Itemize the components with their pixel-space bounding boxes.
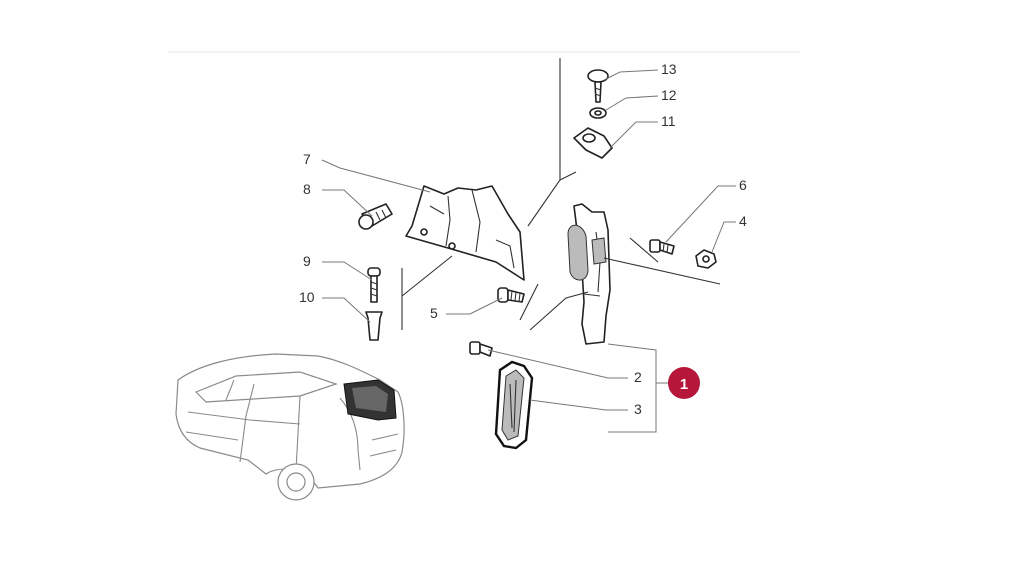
label-10: 10 [299,289,315,305]
guide-line-center [527,58,577,227]
part-4-nut [695,249,717,269]
label-11: 11 [661,113,676,129]
label-5: 5 [430,305,438,321]
part-9-bolt [367,267,381,303]
part-6-bolt [649,239,675,255]
car-illustration [175,353,405,501]
part-12-washer [589,107,607,119]
leader-lines [321,69,736,433]
label-2: 2 [634,369,642,385]
label-12: 12 [661,87,677,103]
label-6: 6 [739,177,747,193]
part-11-clip [573,127,613,159]
part-2-bolt [469,341,493,357]
part-3-lens [494,360,534,450]
part-7-bracket [405,185,525,281]
mount-line-1 [603,237,721,285]
label-9: 9 [303,253,311,269]
label-7: 7 [303,151,311,167]
label-8: 8 [303,181,311,197]
callout-labels: 13 12 11 7 8 6 4 9 10 5 2 3 [299,61,747,417]
part-1-lamp-housing [567,203,611,345]
label-3: 3 [634,401,642,417]
part-10-plug [365,311,383,341]
label-4: 4 [739,213,747,229]
mount-line-7 [401,255,453,330]
label-13: 13 [661,61,677,77]
badge-circle[interactable] [668,367,700,399]
badge-label: 1 [680,376,688,393]
part-5-screw [497,287,525,303]
group-badge[interactable]: 1 [668,367,700,399]
mount-line-5 [519,283,589,331]
part-13-screw [587,69,609,103]
part-8-screw [358,203,393,230]
